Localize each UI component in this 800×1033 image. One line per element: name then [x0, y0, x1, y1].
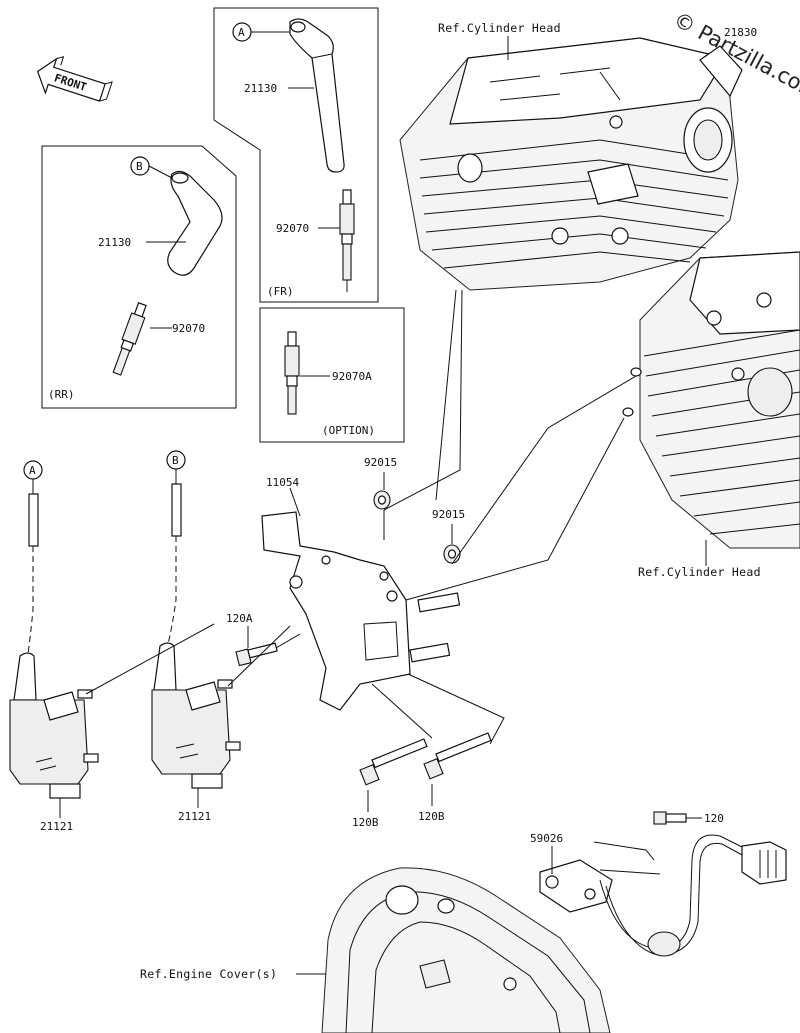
bolt-120b-2 [423, 732, 492, 780]
part-120b-1: 120B [352, 816, 379, 829]
rr-box [41, 145, 237, 409]
spark-plug-fr [339, 189, 355, 292]
callout-b-lead: B [172, 454, 179, 467]
box-label-rr: (RR) [48, 388, 75, 401]
lead-b [171, 483, 182, 537]
part-120a: 120A [226, 612, 253, 625]
bolt-120b-1 [359, 738, 428, 786]
nut-92015-a [373, 490, 391, 510]
bracket-11054 [261, 511, 461, 711]
callout-a-lead: A [29, 464, 36, 477]
ignition-coil-1 [9, 652, 99, 799]
part-92015-a: 92015 [364, 456, 397, 469]
part-21121-1: 21121 [40, 820, 73, 833]
part-21130-rr: 21130 [98, 236, 131, 249]
bolt-120a [235, 642, 278, 667]
callout-a-fr: A [238, 26, 245, 39]
ref-cylinder-head-side: Ref.Cylinder Head [638, 565, 761, 579]
plug-cap-rr [167, 170, 223, 276]
part-21121-2: 21121 [178, 810, 211, 823]
lead-a [28, 493, 39, 547]
callout-b-rr: B [136, 160, 143, 173]
front-arrow-icon: FRONT [36, 56, 113, 102]
part-21130-fr: 21130 [244, 82, 277, 95]
sensor-59026 [539, 834, 787, 957]
ignition-coil-2 [151, 642, 241, 789]
box-label-fr: (FR) [267, 285, 294, 298]
cylinder-head-side [622, 251, 800, 549]
plug-cap-fr [289, 18, 345, 173]
spark-plug-option [284, 331, 300, 415]
option-box [259, 307, 405, 443]
engine-cover [321, 867, 611, 1033]
part-21830: 21830 [724, 26, 757, 39]
ref-cylinder-head-top: Ref.Cylinder Head [438, 21, 561, 35]
box-label-option: (OPTION) [322, 424, 375, 437]
part-92070-fr: 92070 [276, 222, 309, 235]
part-59026: 59026 [530, 832, 563, 845]
part-11054: 11054 [266, 476, 299, 489]
part-92070-rr: 92070 [172, 322, 205, 335]
nut-92015-b [443, 544, 461, 564]
cylinder-head-top [399, 37, 743, 291]
fr-box [213, 7, 379, 303]
part-92015-b: 92015 [432, 508, 465, 521]
bolt-120 [653, 811, 687, 825]
part-120b-2: 120B [418, 810, 445, 823]
ref-engine-cover: Ref.Engine Cover(s) [140, 967, 277, 981]
part-92070a: 92070A [332, 370, 372, 383]
spark-plug-rr [112, 302, 147, 376]
part-120: 120 [704, 812, 724, 825]
